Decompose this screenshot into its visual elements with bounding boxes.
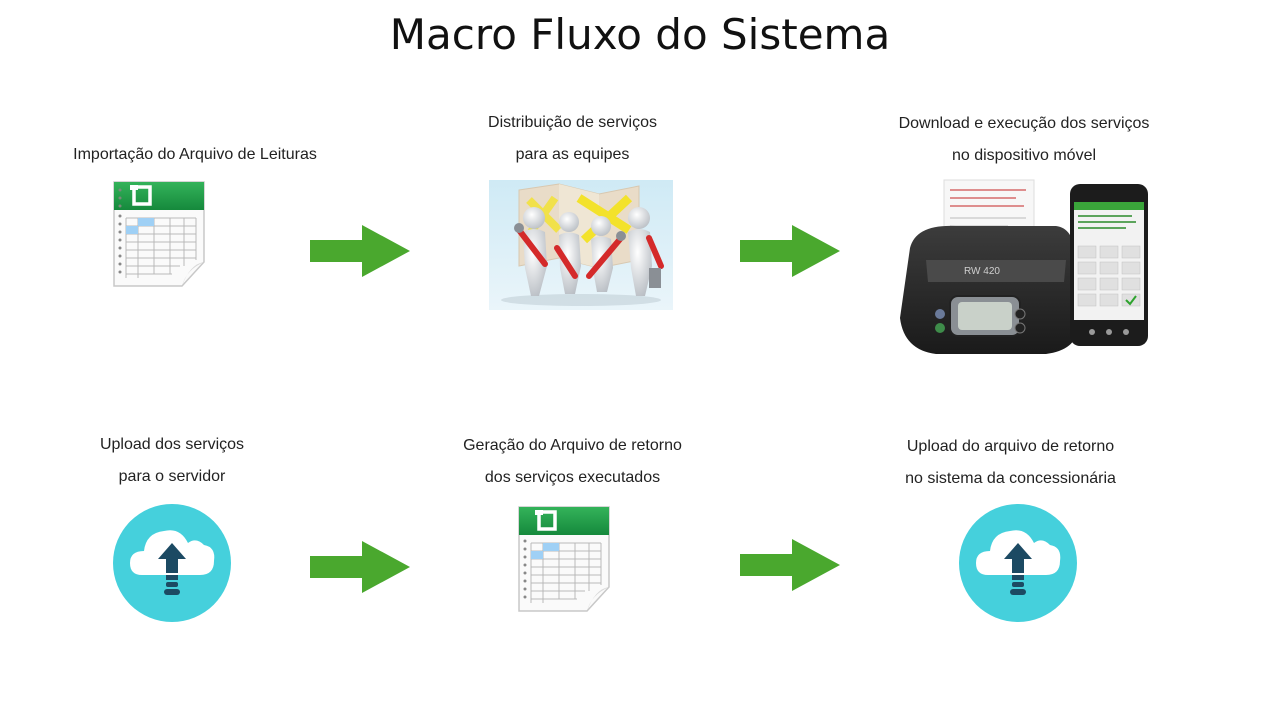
printer-model-label: RW 420 [964, 266, 1000, 277]
step-upload-server-caption: Upload dos serviços para o servidor [99, 436, 245, 485]
arrow-right-icon [740, 539, 840, 591]
arrow-right-icon [310, 225, 410, 277]
arrow-right-icon [740, 225, 840, 277]
step-return-file-caption: Geração do Arquivo de retorno dos serviç… [463, 437, 682, 486]
step-download-caption: Download e execução dos serviços no disp… [898, 115, 1150, 164]
step-distribute-caption: Distribuição de serviços para as equipes [488, 114, 657, 163]
cloud-upload-icon [113, 504, 231, 622]
spreadsheet-icon [113, 181, 205, 287]
step-upload-concession-caption: Upload do arquivo de retorno no sistema … [905, 438, 1116, 487]
arrow-right-icon [310, 541, 410, 593]
page-title: Macro Fluxo do Sistema [389, 10, 891, 59]
team-tools-image [489, 180, 673, 310]
spreadsheet-icon [518, 506, 610, 612]
printer-phone-image: RW 420 [900, 179, 1148, 354]
cloud-upload-icon [959, 504, 1077, 622]
step-import-caption: Importação do Arquivo de Leituras [73, 146, 317, 163]
